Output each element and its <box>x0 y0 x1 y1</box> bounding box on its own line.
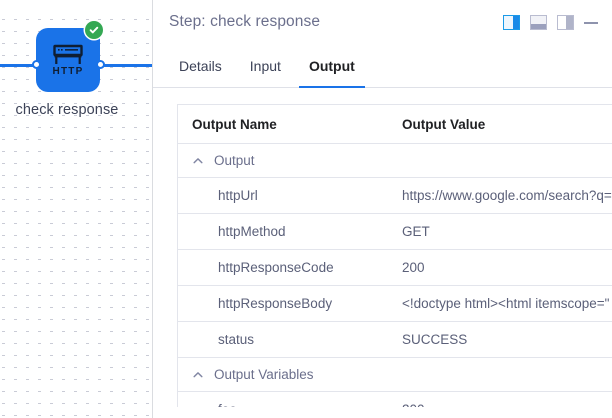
output-name-httpmethod: httpMethod <box>178 213 402 250</box>
output-name-httpurl: httpUrl <box>178 177 402 214</box>
panel-layout-actions <box>503 14 598 30</box>
output-table: Output Name Output Value Output <box>178 105 612 407</box>
output-table-body: Output httpUrl https://www.google.com/se… <box>178 143 612 407</box>
chevron-up-icon[interactable] <box>192 369 204 381</box>
output-value-status: SUCCESS <box>402 321 612 358</box>
output-name-foo: foo <box>178 391 402 407</box>
output-value-httpresponsecode: 200 <box>402 249 612 286</box>
workflow-canvas[interactable]: HTTP check response <box>0 0 152 418</box>
layout-split-left-button[interactable] <box>557 14 574 30</box>
table-row[interactable]: status SUCCESS <box>178 321 612 358</box>
http-server-icon <box>53 44 83 64</box>
node-output-port[interactable] <box>96 60 105 69</box>
panel-tabs: Details Input Output <box>153 44 612 88</box>
step-details-panel: Step: check response Details Input Outpu… <box>153 0 612 418</box>
panel-divider[interactable] <box>152 0 153 418</box>
group-value-empty <box>402 357 612 392</box>
connection-line-incoming <box>0 64 36 67</box>
output-table-card: Output Name Output Value Output <box>177 104 612 407</box>
output-name-httpresponsecode: httpResponseCode <box>178 249 402 286</box>
output-name-httpresponsebody: httpResponseBody <box>178 285 402 322</box>
table-row[interactable]: httpResponseCode 200 <box>178 249 612 286</box>
connection-line-outgoing <box>100 64 152 67</box>
panel-title: Step: check response <box>169 13 321 30</box>
node-name-label: check response <box>15 102 119 118</box>
group-value-empty <box>402 143 612 178</box>
table-group-row-output[interactable]: Output <box>178 143 612 178</box>
column-header-output-value: Output Value <box>402 105 612 144</box>
output-value-foo: 200 <box>402 391 612 407</box>
workflow-node-http[interactable]: HTTP <box>36 28 100 92</box>
output-name-status: status <box>178 321 402 358</box>
minimize-panel-button[interactable] <box>584 15 598 30</box>
table-row[interactable]: foo 200 <box>178 391 612 407</box>
layout-split-right-button[interactable] <box>503 14 520 30</box>
node-status-success-badge <box>85 21 103 39</box>
tab-input[interactable]: Input <box>249 57 281 74</box>
table-row[interactable]: httpMethod GET <box>178 213 612 250</box>
table-group-row-output-variables[interactable]: Output Variables <box>178 357 612 392</box>
table-header-row: Output Name Output Value <box>178 105 612 144</box>
tab-details[interactable]: Details <box>179 57 222 74</box>
table-row[interactable]: httpUrl https://www.google.com/search?q= <box>178 177 612 214</box>
panel-header: Step: check response <box>153 0 612 44</box>
success-check-icon <box>89 26 99 34</box>
node-input-port[interactable] <box>32 60 41 69</box>
tab-output[interactable]: Output <box>298 44 365 88</box>
output-value-httpmethod: GET <box>402 213 612 250</box>
layout-dock-bottom-button[interactable] <box>530 14 547 30</box>
column-header-output-name: Output Name <box>178 105 402 144</box>
output-value-httpurl: https://www.google.com/search?q= <box>402 177 612 214</box>
group-label-output: Output <box>214 153 255 168</box>
output-value-httpresponsebody: <!doctype html><html itemscope=" <box>402 285 612 322</box>
table-row[interactable]: httpResponseBody <!doctype html><html it… <box>178 285 612 322</box>
group-label-output-variables: Output Variables <box>214 367 314 382</box>
chevron-up-icon[interactable] <box>192 155 204 167</box>
node-type-label: HTTP <box>52 65 84 77</box>
